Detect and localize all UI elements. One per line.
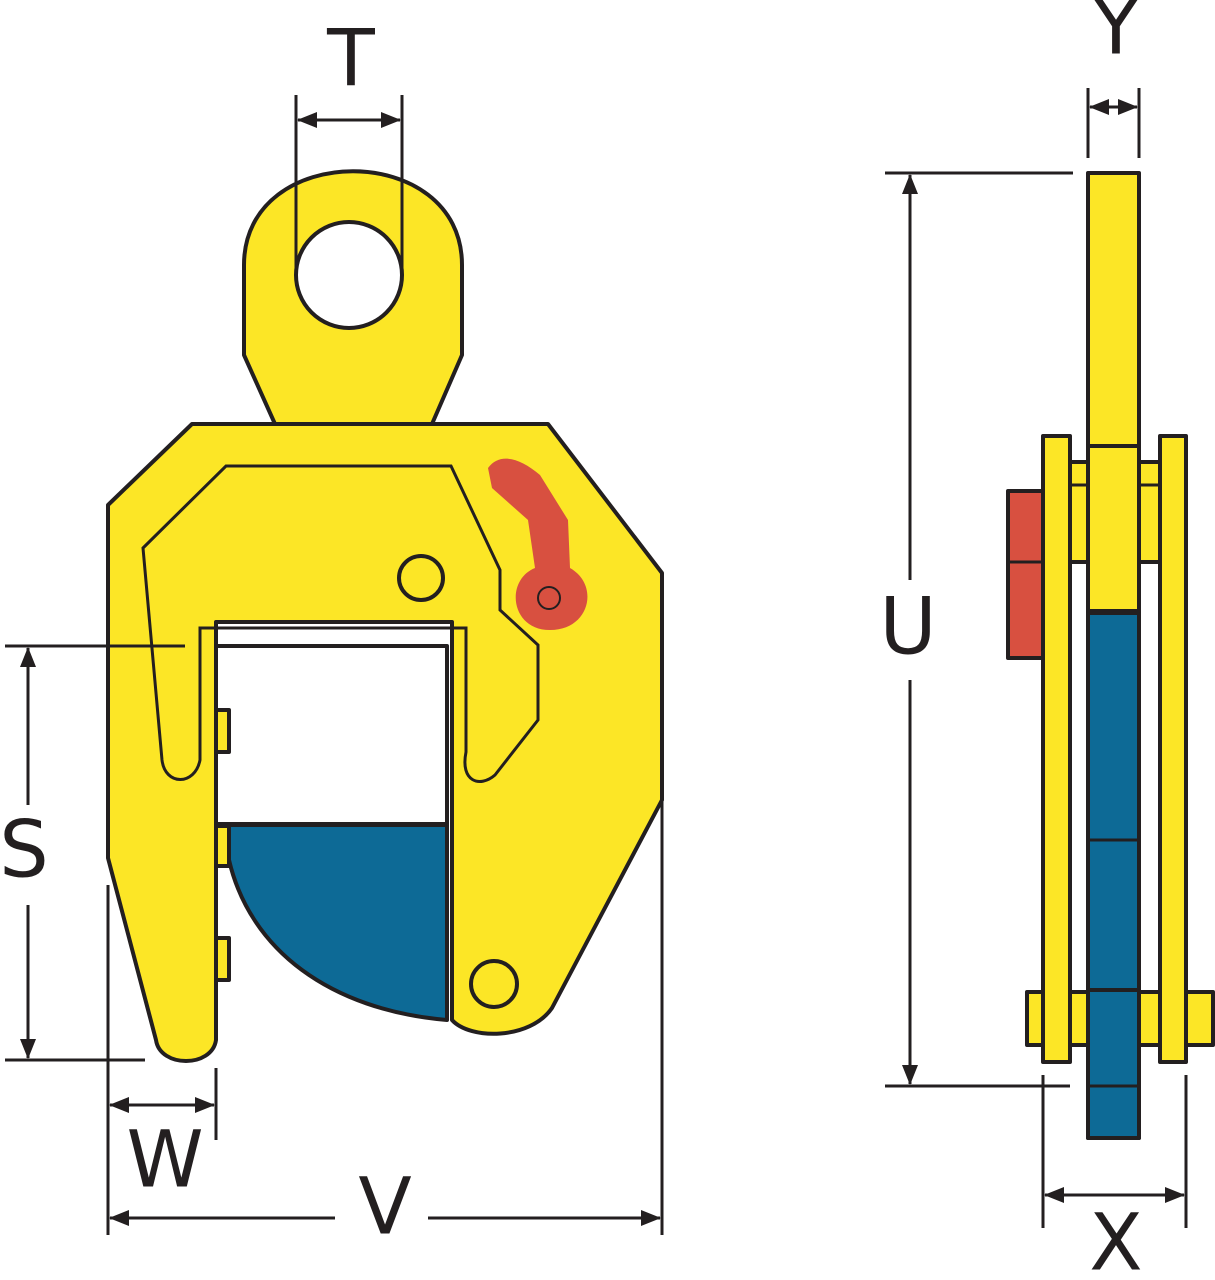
lower-pin bbox=[469, 959, 519, 1009]
side-lever bbox=[1006, 489, 1045, 660]
right-side-plate bbox=[1158, 434, 1188, 1064]
dim-s-label: S bbox=[0, 805, 49, 895]
upper-pin bbox=[397, 554, 445, 602]
side-view bbox=[1006, 171, 1215, 1140]
dim-v-label: V bbox=[358, 1162, 411, 1252]
dim-w-label: W bbox=[126, 1115, 203, 1205]
pad-top bbox=[214, 708, 231, 754]
body-groove bbox=[141, 464, 540, 783]
dim-y-label: Y bbox=[1091, 0, 1140, 72]
cam-jaw bbox=[227, 823, 449, 1022]
side-shackle-sleeve bbox=[1086, 444, 1141, 613]
pad-bottom bbox=[214, 936, 231, 982]
jaw-throat bbox=[214, 644, 449, 826]
dimensions: T S W V U Y X bbox=[0, 0, 1188, 1280]
pad-middle bbox=[214, 824, 231, 868]
left-side-plate bbox=[1041, 434, 1072, 1064]
dim-x-label: X bbox=[1089, 1198, 1142, 1280]
dim-t-label: T bbox=[326, 14, 375, 104]
front-view bbox=[106, 169, 664, 1063]
red-lever bbox=[488, 458, 588, 630]
side-jaw-plate-front bbox=[1086, 988, 1141, 1140]
lever-pivot bbox=[537, 586, 561, 610]
shackle-hole bbox=[294, 220, 404, 330]
dim-u-label: U bbox=[879, 582, 936, 672]
